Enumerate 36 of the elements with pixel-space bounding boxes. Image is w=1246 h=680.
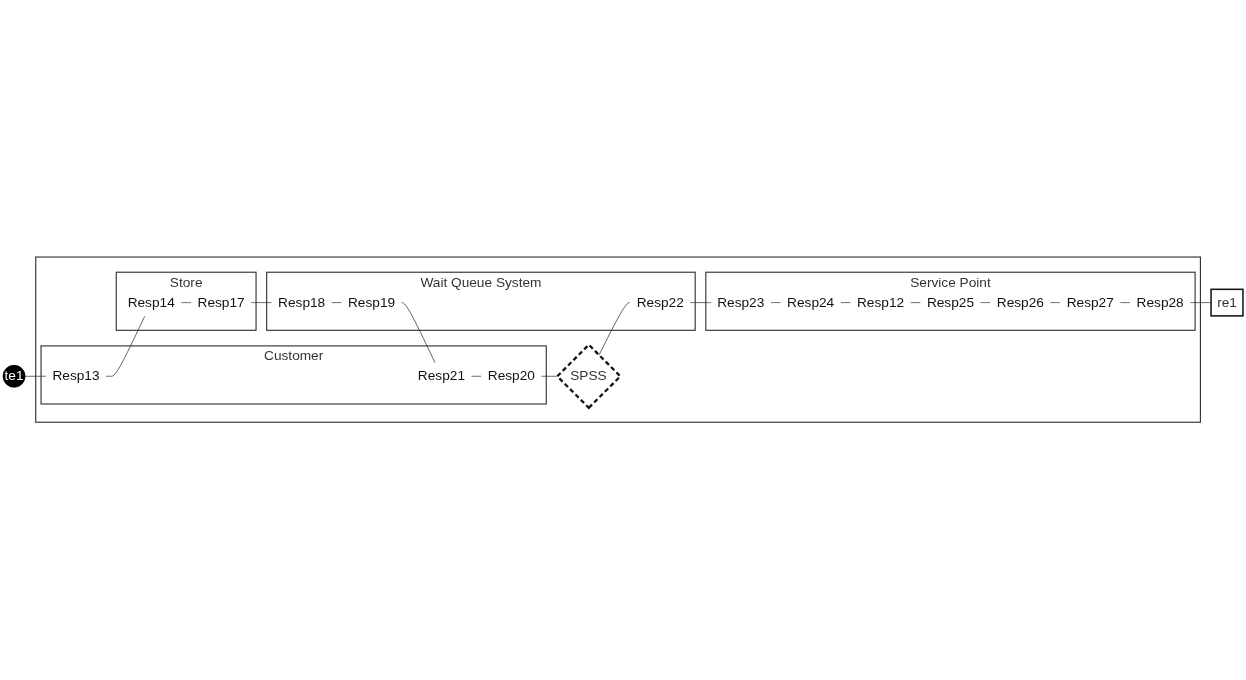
connector: [250, 302, 273, 304]
node-text: Resp12: [857, 294, 905, 311]
node-text: Resp19: [347, 294, 396, 311]
connector: [770, 302, 782, 304]
node-text: Resp27: [1066, 294, 1114, 311]
connector: [909, 302, 922, 304]
node-text: Resp28: [1136, 294, 1184, 311]
node-text: Resp14: [127, 294, 175, 311]
connector: [180, 302, 192, 304]
node-box: re1: [1210, 288, 1244, 317]
node-text: Resp17: [197, 294, 245, 311]
node-diamond: SPSS: [555, 343, 622, 410]
node-text: Resp25: [926, 294, 975, 311]
connector: [689, 302, 712, 304]
node-text: Resp13: [52, 368, 100, 384]
node-text: Resp18: [278, 294, 326, 311]
connector: [839, 302, 852, 304]
node-text: Resp23: [717, 294, 765, 311]
connector: [105, 315, 146, 377]
connector: [400, 302, 436, 364]
cluster: [35, 256, 1201, 424]
connector: [598, 302, 631, 356]
node-text: Resp22: [636, 294, 684, 311]
connector: [540, 376, 558, 377]
connector: [1189, 302, 1212, 304]
connector: [1119, 302, 1131, 304]
connector: [470, 376, 483, 377]
node-text: Resp24: [787, 294, 835, 311]
node-text: Resp21: [417, 368, 465, 384]
node-circle: te1: [2, 365, 26, 389]
node-text: Resp20: [487, 368, 535, 384]
connector: [979, 302, 992, 304]
connector: [1049, 302, 1061, 304]
connector: [24, 376, 47, 377]
connector: [330, 302, 343, 304]
node-text: Resp26: [996, 294, 1044, 311]
